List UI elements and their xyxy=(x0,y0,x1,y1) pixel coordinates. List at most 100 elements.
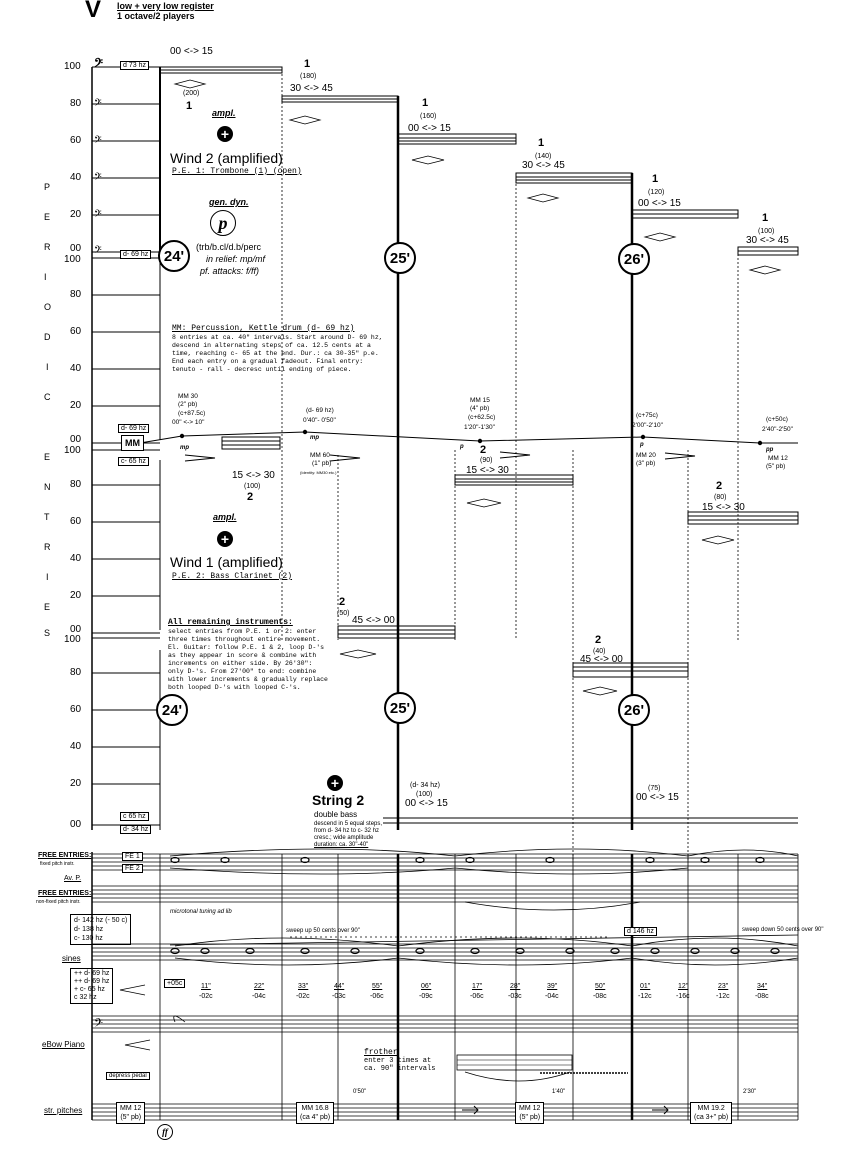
remaining-line: three times throughout entire movement. xyxy=(168,636,321,643)
dynamic-ff: ff xyxy=(157,1124,173,1140)
sine-time: 17" xyxy=(472,983,483,990)
remaining-line: with lower increments & gradually replac… xyxy=(168,676,328,683)
dashed-guides xyxy=(281,70,739,860)
entry-number: 2 xyxy=(595,634,602,646)
string2-line xyxy=(383,817,798,824)
y-tick: 80 xyxy=(70,98,82,109)
perc-pb: (3" pb) xyxy=(636,460,656,467)
side-letter: R xyxy=(44,542,51,552)
perc-time: 00" <-> 10" xyxy=(172,419,205,426)
y-tick: 100 xyxy=(64,634,81,645)
perc-pb: (5" pb) xyxy=(766,463,786,470)
string2-line: cresc.; wide amplitude xyxy=(314,835,374,841)
free-entries-sub: fixed pitch instr. xyxy=(40,861,75,867)
str-time: 0'50" xyxy=(353,1089,367,1095)
entry-count: (90) xyxy=(480,457,493,464)
remaining-title: All remaining instruments: xyxy=(168,618,293,627)
time-mark-25: 25' xyxy=(384,692,416,724)
wind2-bands xyxy=(159,66,799,256)
entry-count: (50) xyxy=(337,610,350,617)
str-mm-box: MM 12 (5" pb) xyxy=(515,1102,545,1124)
entry-count: (160) xyxy=(420,113,437,120)
perc-dyn: pp xyxy=(766,447,774,453)
y-tick: 60 xyxy=(70,326,82,337)
str-mm-box: MM 12 (5" pb) xyxy=(116,1102,146,1124)
sine-time: 06" xyxy=(421,983,432,990)
string2-line: descend in 5 equal steps, xyxy=(314,821,383,827)
percussion-title: MM: Percussion, Kettle drum (d- 69 hz) xyxy=(172,324,355,333)
sine-cents: -16c xyxy=(676,993,690,1000)
sine-cents: -03c xyxy=(508,993,522,1000)
ebow-label: eBow Piano xyxy=(42,1040,85,1049)
perc-pb: (2" pb) xyxy=(178,401,198,408)
string2-subtitle: double bass xyxy=(314,810,358,819)
side-letter: I xyxy=(44,272,47,282)
side-letter: P xyxy=(44,182,51,192)
bass-clef-icon: 𝄢 xyxy=(94,58,104,73)
sines-pitch-box: ++ d- 69 hz ++ d- 69 hz + c- 65 hz c 32 … xyxy=(70,968,114,1004)
sine-cents: -12c xyxy=(638,993,652,1000)
entry-range: 00 <-> 15 xyxy=(638,198,681,209)
y-tick: 40 xyxy=(70,172,82,183)
entry-count: (180) xyxy=(300,73,317,80)
pitch-box: c 65 hz xyxy=(120,812,149,821)
plus-icon: + xyxy=(217,531,233,547)
bass-clef-icon: 𝄢 xyxy=(94,97,102,111)
sines-pitch: d- 138 hz xyxy=(74,926,104,933)
sine-time: 11" xyxy=(201,983,211,990)
frother-line: ca. 90" intervals xyxy=(364,1065,436,1073)
entry-count: (100) xyxy=(758,228,775,235)
percussion-line: descend in alternating steps of ca. 12.5… xyxy=(172,342,371,349)
wind1-subtitle: P.E. 2: Bass Clarinet (2) xyxy=(172,572,293,581)
string2-line: duration: ca. 30"-40" xyxy=(314,842,369,848)
side-letter: N xyxy=(44,482,51,492)
dynamic-p: p xyxy=(210,210,236,236)
percussion-line: tenuto - rall - decresc until ending of … xyxy=(172,366,352,373)
pitch-box: d 146 hz xyxy=(624,927,657,936)
time-mark-26: 26' xyxy=(618,243,650,275)
perc-dyn: p xyxy=(640,442,644,448)
str-pb: (ca 4" pb) xyxy=(300,1114,331,1121)
relief-line: pf. attacks: f/ff) xyxy=(200,266,260,276)
percussion-line xyxy=(139,431,798,462)
frother-line: enter 3 times at xyxy=(364,1057,432,1065)
entry-range: 00 <-> 15 xyxy=(170,46,213,57)
entry-count: (80) xyxy=(714,494,727,501)
entry-range: 15 <-> 30 xyxy=(702,502,745,513)
sine-time: 39" xyxy=(547,983,558,990)
bass-clef-icon: 𝄢 xyxy=(94,208,102,222)
entry-range: 00 <-> 15 xyxy=(408,123,451,134)
pitch-box: d- 69 hz xyxy=(118,424,150,433)
pitch-box: d 73 hz xyxy=(120,61,149,70)
perc-cents: (c+50c) xyxy=(766,416,788,423)
remaining-line: increments on either side. By 26'30": xyxy=(168,660,313,667)
perc-cents: (c+75c) xyxy=(636,412,658,419)
time-mark-26: 26' xyxy=(618,694,650,726)
entry-count: (40) xyxy=(593,648,606,655)
bass-clef-icon: 𝄢 xyxy=(94,134,102,148)
entry-range: 45 <-> 00 xyxy=(580,654,623,665)
sine-time: 23" xyxy=(718,983,729,990)
side-letter: O xyxy=(44,302,52,312)
side-letter: E xyxy=(44,452,51,462)
entry-range: 30 <-> 45 xyxy=(522,160,565,171)
entry-number: 1 xyxy=(538,137,545,149)
y-tick: 60 xyxy=(70,516,82,527)
perc-time: 0'40"- 0'50" xyxy=(303,417,336,424)
ampl-label: ampl. xyxy=(213,512,237,522)
str-pb: (5" pb) xyxy=(120,1114,142,1121)
sine-cents: -08c xyxy=(755,993,769,1000)
string2-pitch: (d- 34 hz) xyxy=(410,782,440,789)
y-tick: 00 xyxy=(70,819,82,830)
perc-tiny-note: (Identity: MM30 etc.) xyxy=(300,470,337,475)
entry-number: 1 xyxy=(762,212,769,224)
pitch-box: d- 69 hz xyxy=(120,250,152,259)
side-letter: E xyxy=(44,212,51,222)
section-letter: V xyxy=(85,0,102,23)
y-tick: 100 xyxy=(64,254,81,265)
perc-pb: (1" pb) xyxy=(312,460,332,467)
perc-mm: MM 12 xyxy=(768,455,788,462)
microtonal-note: microtonal tuning ad lib xyxy=(170,909,232,915)
wind1-title: Wind 1 (amplified) xyxy=(170,554,283,570)
side-letter: T xyxy=(44,512,50,522)
